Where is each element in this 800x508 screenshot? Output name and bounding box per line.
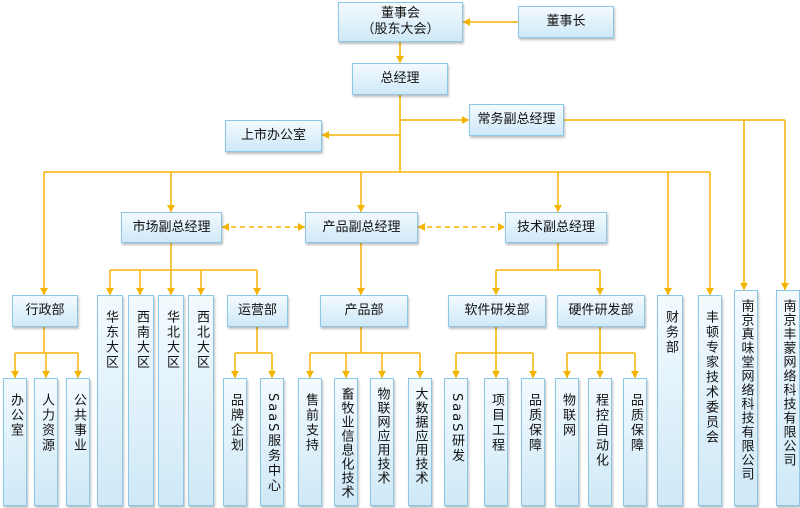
admin-dept-box: 行政部 bbox=[12, 295, 78, 327]
northwest-box: 西北大区 bbox=[188, 295, 214, 506]
livestock-it-box: 畜牧业信息化技术 bbox=[334, 378, 358, 506]
office-box: 办公室 bbox=[3, 378, 27, 506]
hardware-dept-box: 硬件研发部 bbox=[557, 295, 645, 327]
saas-service-box: SaaS服务中心 bbox=[260, 378, 284, 506]
tech-vp-box: 技术副总经理 bbox=[505, 212, 607, 243]
presales-box: 售前支持 bbox=[298, 378, 322, 506]
chairman-box: 董事长 bbox=[518, 6, 614, 38]
nanjing-zhenweitang-box: 南京真味堂网络科技有限公司 bbox=[734, 290, 758, 506]
sw-qa-box: 品质保障 bbox=[521, 378, 545, 506]
ops-dept-box: 运营部 bbox=[227, 295, 288, 327]
product-vp-box: 产品副总经理 bbox=[305, 212, 418, 243]
southwest-box: 西南大区 bbox=[128, 295, 154, 506]
bigdata-tech-box: 大数据应用技术 bbox=[408, 378, 432, 506]
board-box: 董事会 （股东大会） bbox=[338, 2, 463, 42]
software-dept-box: 软件研发部 bbox=[448, 295, 546, 327]
expert-committee-box: 丰顿专家技术委员会 bbox=[698, 295, 722, 506]
hw-qa-box: 品质保障 bbox=[623, 378, 647, 506]
brand-planning-box: 品牌企划 bbox=[223, 378, 247, 506]
finance-dept-box: 财务部 bbox=[657, 295, 683, 506]
nanjing-fengmeng-box: 南京丰蒙网络科技有限公司 bbox=[776, 290, 800, 506]
saas-rd-box: SaaS研发 bbox=[444, 378, 468, 506]
public-affairs-box: 公共事业 bbox=[66, 378, 90, 506]
exec-vp-box: 常务副总经理 bbox=[469, 104, 564, 136]
north-china-box: 华北大区 bbox=[158, 295, 184, 506]
iot-box: 物联网 bbox=[555, 378, 579, 506]
listing-office-box: 上市办公室 bbox=[225, 120, 322, 152]
project-eng-box: 项目工程 bbox=[484, 378, 508, 506]
automation-box: 程控自动化 bbox=[588, 378, 612, 506]
product-dept-box: 产品部 bbox=[320, 295, 408, 327]
market-vp-box: 市场副总经理 bbox=[121, 212, 222, 243]
iot-tech-box: 物联网应用技术 bbox=[370, 378, 394, 506]
gm-box: 总经理 bbox=[352, 63, 448, 95]
east-china-box: 华东大区 bbox=[97, 295, 123, 506]
hr-box: 人力资源 bbox=[34, 378, 58, 506]
